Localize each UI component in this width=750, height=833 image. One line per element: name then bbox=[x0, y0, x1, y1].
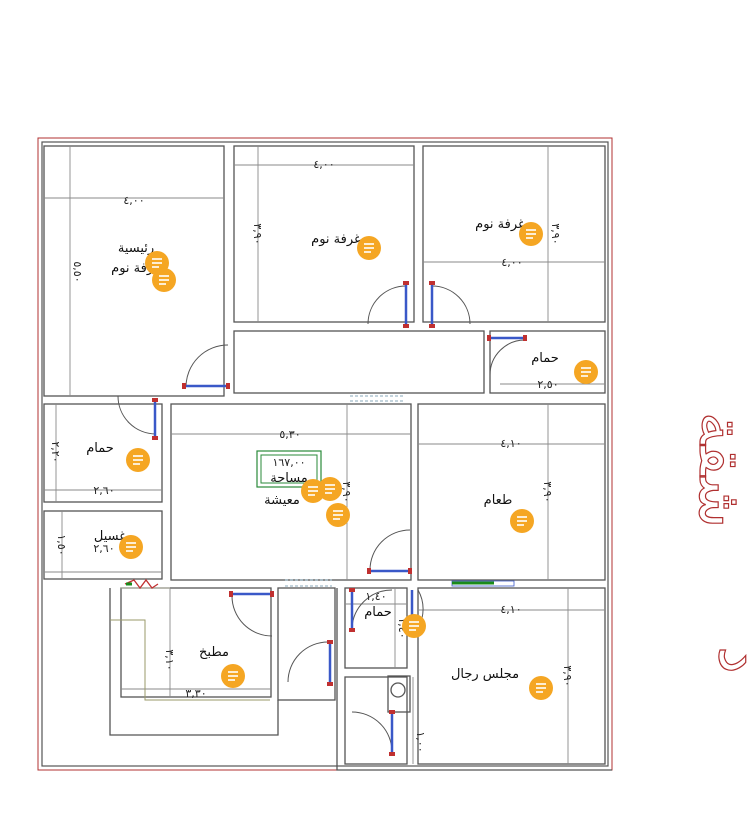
door-bed3 bbox=[431, 285, 471, 325]
kitchen-wall bbox=[120, 587, 272, 698]
comment-marker-laundry[interactable] bbox=[119, 535, 143, 559]
comment-marker-living-2[interactable] bbox=[318, 477, 342, 501]
door-master bbox=[185, 344, 229, 388]
area-frame-outer bbox=[256, 450, 322, 488]
room-label-bed3: غرفة نوم bbox=[475, 217, 525, 232]
side-title: شقة bbox=[685, 412, 750, 529]
comment-marker-bed3[interactable] bbox=[519, 222, 543, 246]
bedroom2-wall bbox=[233, 145, 415, 323]
comment-marker-bath-left[interactable] bbox=[126, 448, 150, 472]
door-kitchen bbox=[231, 595, 273, 637]
dim-dining-height: ٣,٩٠ bbox=[541, 481, 554, 502]
room-label-bath-top: حمام bbox=[531, 351, 559, 366]
laundry-wall bbox=[43, 510, 163, 580]
room-label-kitchen: مطبخ bbox=[199, 645, 229, 660]
comment-marker-bath-top[interactable] bbox=[574, 360, 598, 384]
bath-top-wall bbox=[489, 330, 606, 394]
room-label-master-prefix: رئيسية bbox=[118, 241, 154, 256]
comment-marker-master-2[interactable] bbox=[152, 268, 176, 292]
living-area-value: ١٦٧,٠٠ bbox=[272, 456, 305, 469]
room-label-bath-left: حمام bbox=[86, 441, 114, 456]
door-entry bbox=[287, 641, 329, 683]
dim-bath-left-width: ٢,٦٠ bbox=[93, 484, 114, 497]
door-living bbox=[369, 529, 411, 571]
dim-kitchen-height: ٣,١٠ bbox=[163, 649, 176, 670]
room-label-dining: طعام bbox=[484, 493, 513, 508]
bedroom3-wall bbox=[422, 145, 606, 323]
living-area-label: مساحة bbox=[270, 471, 308, 486]
dim-majlis-height: ٣,٩٠ bbox=[561, 665, 574, 686]
door-bath-left bbox=[117, 395, 157, 435]
dim-entry-height: ١,٠٠ bbox=[414, 731, 427, 752]
comment-markers bbox=[119, 222, 598, 700]
room-label-majlis: مجلس رجال bbox=[451, 667, 519, 682]
dim-laundry-width: ٢,٦٠ bbox=[93, 542, 114, 555]
entry-wall bbox=[344, 676, 408, 765]
dim-bath-left-height: ٢,٢٠ bbox=[49, 441, 62, 462]
door-lower bbox=[351, 711, 393, 753]
comment-marker-living-3[interactable] bbox=[326, 503, 350, 527]
fixture-circle bbox=[390, 682, 406, 698]
dim-bed2-height: ٣,٩٠ bbox=[251, 223, 264, 244]
openings bbox=[285, 395, 405, 587]
walls bbox=[43, 145, 612, 771]
comment-marker-majlis[interactable] bbox=[529, 676, 553, 700]
majlis-wall bbox=[417, 587, 606, 765]
dim-bath-small-width: ١,٤٠ bbox=[365, 590, 386, 603]
doors bbox=[110, 285, 526, 753]
dimension-lines bbox=[44, 146, 605, 764]
comment-marker-dining[interactable] bbox=[510, 509, 534, 533]
dining-wall bbox=[417, 403, 606, 581]
kitchen-counter-line bbox=[110, 619, 270, 701]
entry-corridor bbox=[277, 587, 336, 701]
room-label-bath-small: حمام bbox=[364, 605, 392, 620]
room-label-living: معيشة bbox=[264, 493, 300, 508]
dim-living-width: ٥,٣٠ bbox=[279, 428, 300, 441]
door-stops bbox=[152, 281, 527, 756]
room-label-laundry: غسيل bbox=[94, 529, 126, 544]
outer-wall bbox=[41, 141, 609, 767]
room-label-bed2: غرفة نوم bbox=[311, 232, 361, 247]
area-frame-inner bbox=[260, 454, 318, 484]
dim-bed3-height: ٣,٩٠ bbox=[549, 223, 562, 244]
door-frames bbox=[153, 283, 525, 754]
dim-bed2-width: ٤,٠٠ bbox=[313, 158, 334, 171]
door-bed2 bbox=[367, 285, 407, 325]
door-bath-top bbox=[489, 339, 526, 376]
zigzag bbox=[124, 578, 159, 590]
dim-bath-top-width: ٢,٥٠ bbox=[537, 378, 558, 391]
master-bedroom-wall bbox=[43, 145, 225, 397]
dim-dining-width: ٤,١٠ bbox=[500, 437, 521, 450]
corridor-wall bbox=[233, 330, 485, 394]
dim-living-height: ٣,٩٠ bbox=[340, 481, 353, 502]
dim-bed3-width: ٤,٠٠ bbox=[501, 256, 522, 269]
comment-marker-kitchen[interactable] bbox=[221, 664, 245, 688]
dim-kitchen-width: ٣,٣٠ bbox=[185, 687, 206, 700]
comment-marker-bath-small[interactable] bbox=[402, 614, 426, 638]
dim-master-width: ٤,٠٠ bbox=[123, 194, 144, 207]
outer-border bbox=[37, 137, 613, 771]
bath-left-wall bbox=[43, 403, 163, 503]
dim-laundry-height: ١,٥٠ bbox=[55, 534, 68, 555]
dim-master-height: ٥,٥٠ bbox=[71, 261, 84, 282]
side-subtitle: د bbox=[705, 646, 750, 674]
kitchen-outer bbox=[109, 588, 279, 736]
fixture-box bbox=[387, 675, 411, 713]
comment-marker-bed2[interactable] bbox=[357, 236, 381, 260]
entry-outline bbox=[336, 588, 612, 771]
dim-majlis-width: ٤,١٠ bbox=[500, 603, 521, 616]
